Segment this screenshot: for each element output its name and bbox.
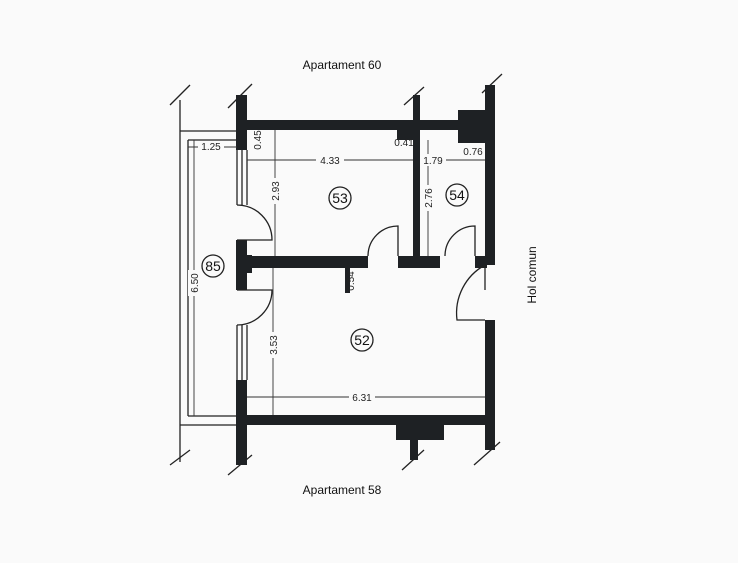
dim-wall-076: 0.76: [463, 147, 483, 158]
dim-room53-depth: 2.93: [271, 181, 282, 201]
balcony-outline: [179, 100, 237, 462]
room-number: 52: [354, 332, 370, 348]
walls: [236, 85, 495, 465]
dim-room53-width: 4.33: [320, 156, 340, 167]
windows: [236, 150, 248, 380]
dim-room52-width: 6.31: [352, 393, 372, 404]
room-number: 53: [332, 190, 348, 206]
dim-balcony-width: 1.25: [201, 142, 221, 153]
room-52: 52: [350, 328, 374, 352]
dim-room54-width: 1.79: [423, 156, 443, 167]
room-number: 54: [449, 187, 465, 203]
room-53: 53: [328, 186, 352, 210]
dimension-lines: [188, 130, 485, 416]
room-number: 85: [205, 258, 221, 274]
dim-room52-depth: 3.53: [269, 335, 280, 355]
dimension-labels: 1.25 0.45 4.33 0.41 1.79 0.76 2.93 2.76 …: [188, 130, 483, 404]
dim-room54-depth: 2.76: [424, 188, 435, 208]
top-apartment-label: Apartament 60: [303, 58, 382, 72]
dim-wall-041: 0.41: [394, 138, 414, 149]
room-85: 85: [201, 254, 225, 278]
dim-wall-045: 0.45: [253, 130, 264, 150]
doors: [236, 204, 486, 326]
dim-balcony-length: 6.50: [190, 273, 201, 293]
bottom-apartment-label: Apartament 58: [303, 483, 382, 497]
common-hall-label: Hol comun: [525, 246, 539, 303]
dim-wall-054: 0.54: [346, 271, 357, 291]
room-54: 54: [445, 183, 469, 207]
